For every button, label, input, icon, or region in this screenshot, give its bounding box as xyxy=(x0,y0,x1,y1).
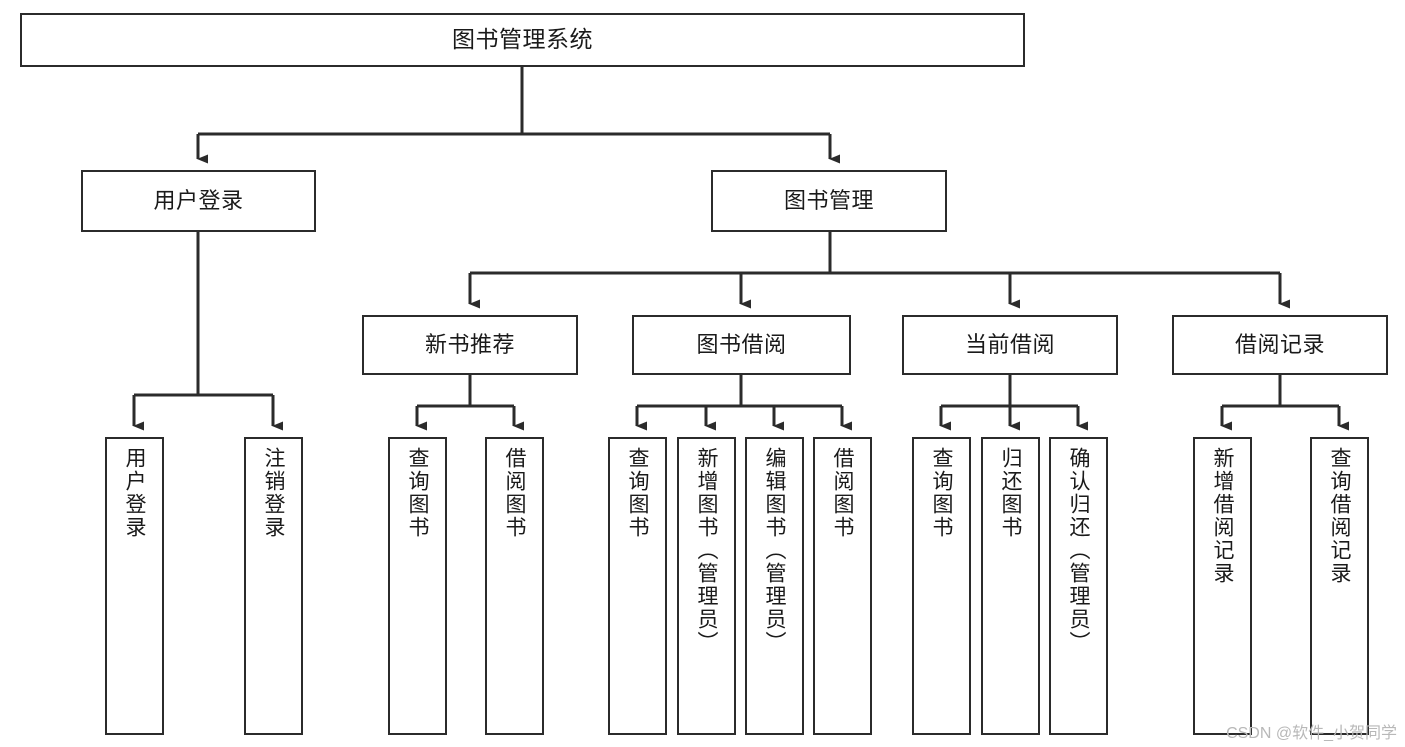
node-borrowing-record[interactable]: 借阅记录 xyxy=(1172,315,1388,375)
node-book-borrowing[interactable]: 图书借阅 xyxy=(632,315,851,375)
node-label: 新增图书（管理员） xyxy=(695,447,718,654)
node-leaf-add-book-admin[interactable]: 新增图书（管理员） xyxy=(677,437,736,735)
node-leaf-logout[interactable]: 注销登录 xyxy=(244,437,303,735)
node-leaf-confirm-return-admin[interactable]: 确认归还（管理员） xyxy=(1049,437,1108,735)
node-current-borrowing[interactable]: 当前借阅 xyxy=(902,315,1118,375)
node-label: 查询图书 xyxy=(930,447,953,539)
node-label: 查询图书 xyxy=(626,447,649,539)
node-label: 编辑图书（管理员） xyxy=(763,447,786,654)
node-label: 借阅记录 xyxy=(1234,332,1325,358)
node-leaf-query-book-nb[interactable]: 查询图书 xyxy=(388,437,447,735)
node-leaf-borrow-book-bb[interactable]: 借阅图书 xyxy=(813,437,872,735)
node-root-book-management-system[interactable]: 图书管理系统 xyxy=(20,13,1025,67)
node-label: 图书管理系统 xyxy=(452,26,593,53)
node-user-login[interactable]: 用户登录 xyxy=(81,170,316,232)
node-label: 查询借阅记录 xyxy=(1328,447,1351,585)
csdn-watermark: CSDN @软件_小贺同学 xyxy=(1226,725,1397,742)
node-label: 用户登录 xyxy=(153,188,244,214)
node-label: 借阅图书 xyxy=(503,447,526,539)
node-leaf-query-book-cb[interactable]: 查询图书 xyxy=(912,437,971,735)
node-leaf-query-book-bb[interactable]: 查询图书 xyxy=(608,437,667,735)
node-label: 注销登录 xyxy=(262,447,285,539)
node-label: 确认归还（管理员） xyxy=(1067,447,1090,654)
node-label: 查询图书 xyxy=(406,447,429,539)
node-label: 用户登录 xyxy=(123,447,146,539)
node-leaf-user-login[interactable]: 用户登录 xyxy=(105,437,164,735)
node-label: 当前借阅 xyxy=(964,332,1055,358)
node-label: 归还图书 xyxy=(999,447,1022,539)
node-label: 图书管理 xyxy=(783,188,874,214)
node-leaf-add-borrow-record[interactable]: 新增借阅记录 xyxy=(1193,437,1252,735)
node-leaf-return-book[interactable]: 归还图书 xyxy=(981,437,1040,735)
node-label: 新书推荐 xyxy=(424,332,515,358)
node-label: 借阅图书 xyxy=(831,447,854,539)
node-new-book-recommendation[interactable]: 新书推荐 xyxy=(362,315,578,375)
node-leaf-borrow-book-nb[interactable]: 借阅图书 xyxy=(485,437,544,735)
node-label: 图书借阅 xyxy=(696,332,787,358)
node-leaf-query-borrow-record[interactable]: 查询借阅记录 xyxy=(1310,437,1369,735)
node-label: 新增借阅记录 xyxy=(1211,447,1234,585)
node-book-management[interactable]: 图书管理 xyxy=(711,170,947,232)
node-leaf-edit-book-admin[interactable]: 编辑图书（管理员） xyxy=(745,437,804,735)
